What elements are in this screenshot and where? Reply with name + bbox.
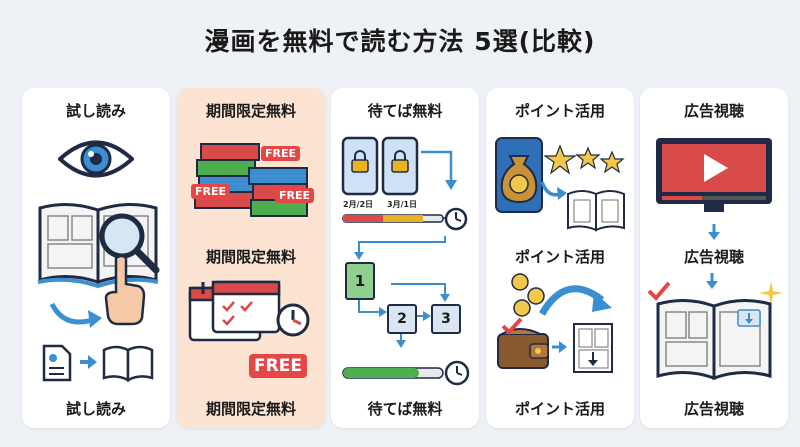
- method-label-top: 試し読み: [65, 102, 126, 120]
- chapter-card-icon: 2: [387, 304, 417, 334]
- date-start: 2月/2日: [343, 200, 374, 209]
- star-icon: [544, 144, 625, 175]
- open-book-icon: [656, 299, 772, 381]
- wallet-icon: [497, 328, 549, 369]
- method-label-bottom: 試し読み: [65, 400, 126, 418]
- curved-arrow-icon: [540, 181, 567, 200]
- clock-icon: [276, 303, 310, 337]
- method-label-bottom: 広告視聴: [683, 400, 744, 418]
- method-card-wait-free: 待てば無料 2月/2日 3月/1日 1 2 3: [331, 88, 479, 428]
- progress-bar-icon: [342, 360, 470, 386]
- free-tag-small: FREE: [275, 188, 315, 203]
- check-icon: [501, 317, 523, 335]
- coin-icon: [511, 273, 545, 317]
- phone-lock-icon: [341, 136, 457, 196]
- manga-page-icon: [567, 190, 625, 232]
- method-label-bottom: 待てば無料: [367, 400, 443, 418]
- arrow-down-icon: [708, 224, 720, 240]
- method-label-bottom: 期間限定無料: [205, 400, 296, 418]
- free-tag-icon: FREE: [249, 354, 307, 378]
- eye-icon: [58, 140, 134, 178]
- method-card-limited-free: 期間限定無料 FREE FREE FREE 期間限定無料 FREE 期間限定無料: [177, 88, 325, 428]
- chapter-card-icon: 3: [431, 304, 461, 334]
- method-label-top: ポイント活用: [514, 102, 605, 120]
- arrow-right-icon: [80, 355, 97, 369]
- check-icon: [647, 281, 671, 301]
- method-card-trial: 試し読み 試し読み: [22, 88, 170, 428]
- timeline-icon: [342, 214, 453, 223]
- method-label-top: 期間限定無料: [205, 102, 296, 120]
- document-icon: [42, 344, 72, 382]
- arrow-down-icon: [706, 273, 718, 289]
- curved-arrow-icon: [49, 302, 102, 328]
- calendar-icon: [188, 280, 281, 342]
- method-label-mid: 期間限定無料: [205, 248, 296, 266]
- video-screen-icon: [656, 138, 772, 212]
- clock-icon: [444, 207, 468, 231]
- method-label-top: 広告視聴: [683, 102, 744, 120]
- method-label-mid: ポイント活用: [514, 248, 605, 266]
- arrow-right-icon: [552, 341, 567, 353]
- free-tag-small: FREE: [261, 146, 301, 161]
- method-card-ad-viewing: 広告視聴 広告視聴 広告視聴: [640, 88, 788, 428]
- open-book-icon: [37, 203, 159, 288]
- free-tag-small: FREE: [191, 184, 231, 199]
- method-label-bottom: ポイント活用: [514, 400, 605, 418]
- sparkle-icon: [759, 281, 783, 305]
- manga-page-icon: [573, 323, 613, 373]
- chapter-card-icon: 1: [345, 262, 375, 300]
- pointing-hand-icon: [104, 254, 146, 326]
- method-label-top: 待てば無料: [367, 102, 443, 120]
- date-end: 3月/1日: [387, 200, 418, 209]
- curved-arrow-icon: [538, 285, 612, 316]
- book-icon: [102, 345, 154, 382]
- method-card-points: ポイント活用 ポイント活用: [486, 88, 634, 428]
- method-label-mid: 広告視聴: [683, 248, 744, 266]
- money-bag-icon: [495, 137, 543, 213]
- page-title: 漫画を無料で読む方法 5選(比較): [204, 27, 596, 56]
- magnifier-icon: [99, 213, 160, 274]
